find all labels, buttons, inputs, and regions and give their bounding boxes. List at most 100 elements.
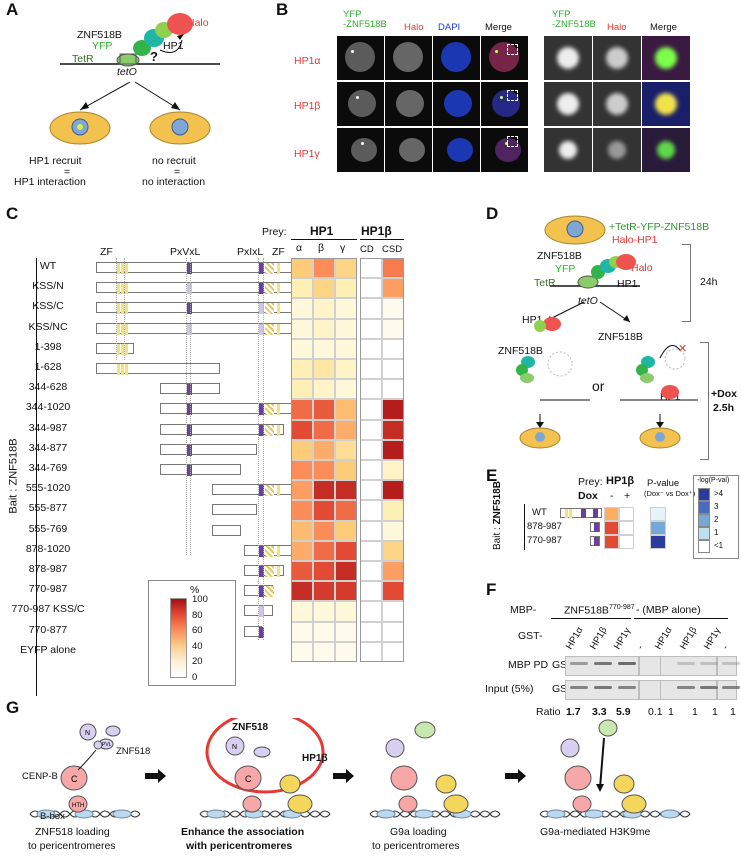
c-construct-bar: [96, 282, 292, 295]
c-row-label: 770-877: [28, 623, 68, 636]
c-pxixl-domain: [259, 545, 264, 557]
f-band-pd: [594, 662, 612, 665]
c-sub-alpha: α: [296, 242, 303, 254]
g-model-svg: C HTH N PVL C N: [29, 718, 691, 819]
c-row-label: 344-877: [28, 441, 68, 454]
f-band-input: [722, 686, 740, 689]
c-row-label: 344-1020: [25, 401, 71, 414]
c-construct-bar: [160, 464, 241, 476]
d-bracket-24h: [682, 244, 691, 322]
b-col-merge: Merge: [485, 22, 512, 33]
c-legend-tick: 40: [192, 640, 203, 652]
g-cap2b: with pericentromeres: [186, 840, 293, 852]
f-gel-strip: [717, 680, 737, 700]
b-focus-blob: [557, 93, 579, 115]
c-prey-hp1: HP1: [310, 224, 334, 238]
b-nucleus: [492, 90, 520, 117]
c-pxvxl-domain: [187, 424, 192, 436]
c-pxvxl-domain: [187, 444, 192, 456]
c-heat-cell: [313, 298, 335, 319]
c-guide-line: [190, 258, 191, 555]
g-znf518-bold: ZNF518: [232, 722, 269, 733]
c-row-label: 344-769: [28, 462, 68, 474]
c-row-label: KSS/C: [32, 300, 64, 313]
c-zf-domain: [121, 343, 124, 355]
b-col-halo: Halo: [404, 22, 424, 33]
f-band-pd: [618, 662, 636, 665]
c-heat-cell: [313, 520, 335, 541]
e-plus: +: [624, 490, 631, 502]
d-dox: +Dox: [711, 388, 737, 400]
g-cap1: ZNF518 loading: [35, 826, 110, 838]
c-legend-gradient: [170, 598, 187, 678]
c-row-label: 1-628: [34, 361, 62, 373]
panel-label-a: A: [6, 0, 19, 19]
f-lane-label: HP1γ: [702, 625, 724, 652]
b-nucleus: [441, 42, 471, 72]
c-construct-bar: [160, 443, 257, 456]
svg-text:HTH: HTH: [72, 803, 84, 809]
e-pval-sub: (Dox⁻ vs Dox⁺): [644, 489, 696, 498]
c-zf-domain: [121, 263, 124, 274]
e-legend-swatch: [698, 527, 710, 540]
c-zf-domain: [117, 303, 120, 315]
b-micrograph: [385, 36, 432, 80]
g-hp1b: HP1β: [302, 753, 328, 764]
e-construct-bar: [590, 522, 600, 532]
b-focus-blob: [657, 141, 675, 159]
c-heat-cell: [313, 581, 335, 602]
e-zf: [565, 509, 568, 518]
e-pxixl: [594, 537, 599, 546]
e-heat-minus: [604, 521, 619, 535]
c-heat-cell: [313, 439, 335, 460]
f-gel-strip: [660, 680, 717, 700]
g-cap3: G9a loading: [390, 826, 447, 838]
e-pxixl: [593, 509, 598, 518]
b-zoom-image: [593, 128, 641, 172]
f-band-input: [570, 686, 588, 689]
c-zf2-domain: [277, 545, 280, 557]
c-guide-line: [258, 258, 259, 640]
c-zf2-domain: [277, 283, 280, 295]
c-legend-tick: 80: [192, 609, 203, 621]
c-hp1b-underline: [360, 239, 404, 240]
c-heat-frame-hp1b: [360, 258, 404, 662]
e-legend-tick: <1: [714, 541, 724, 550]
b-nucleus: [351, 138, 377, 162]
e-legend-tick: 3: [714, 502, 719, 511]
c-pxvxl-domain: [187, 404, 192, 416]
c-pxixl-mutant: [259, 303, 264, 315]
c-construct-bar: [212, 524, 241, 536]
b-micrograph: [433, 36, 480, 80]
c-row-label: KSS/NC: [28, 320, 68, 333]
c-row-label: KSS/N: [32, 280, 64, 293]
a-left-caption: HP1 recruit: [29, 155, 82, 167]
c-guide-line: [116, 258, 117, 360]
c-pxixl-domain: [259, 424, 264, 436]
c-domain-zf2: ZF: [272, 246, 285, 258]
b-zoom-image: [544, 128, 592, 172]
d-dox-svg: ✕: [516, 317, 698, 449]
c-zf2-domain: [265, 485, 274, 497]
c-zf-domain: [121, 323, 124, 335]
e-heat-plus: [619, 507, 634, 521]
c-pxvxl-domain: [187, 263, 192, 274]
c-prey-label: Prey:: [262, 226, 287, 238]
f-lane-label: HP1α: [653, 625, 675, 652]
c-zf2-domain: [277, 424, 280, 436]
c-legend-tick: 100: [192, 594, 208, 605]
b-micrograph: [337, 82, 384, 126]
c-zf2-domain: [265, 586, 274, 598]
f-line2: [634, 618, 728, 619]
svg-text:N: N: [85, 730, 90, 737]
a-protein-svg: [60, 13, 220, 67]
f-band-input: [594, 686, 612, 689]
svg-text:N: N: [232, 744, 237, 751]
b-col-dapi: DAPI: [438, 22, 461, 33]
c-zf2-domain: [265, 303, 274, 315]
a-teto-label: tetO: [117, 66, 137, 78]
c-pxixl-domain: [259, 566, 264, 577]
b-zoom-image: [593, 82, 641, 126]
b-row-hp1a: HP1α: [294, 55, 321, 67]
b-zoom-merge: Merge: [650, 22, 677, 33]
